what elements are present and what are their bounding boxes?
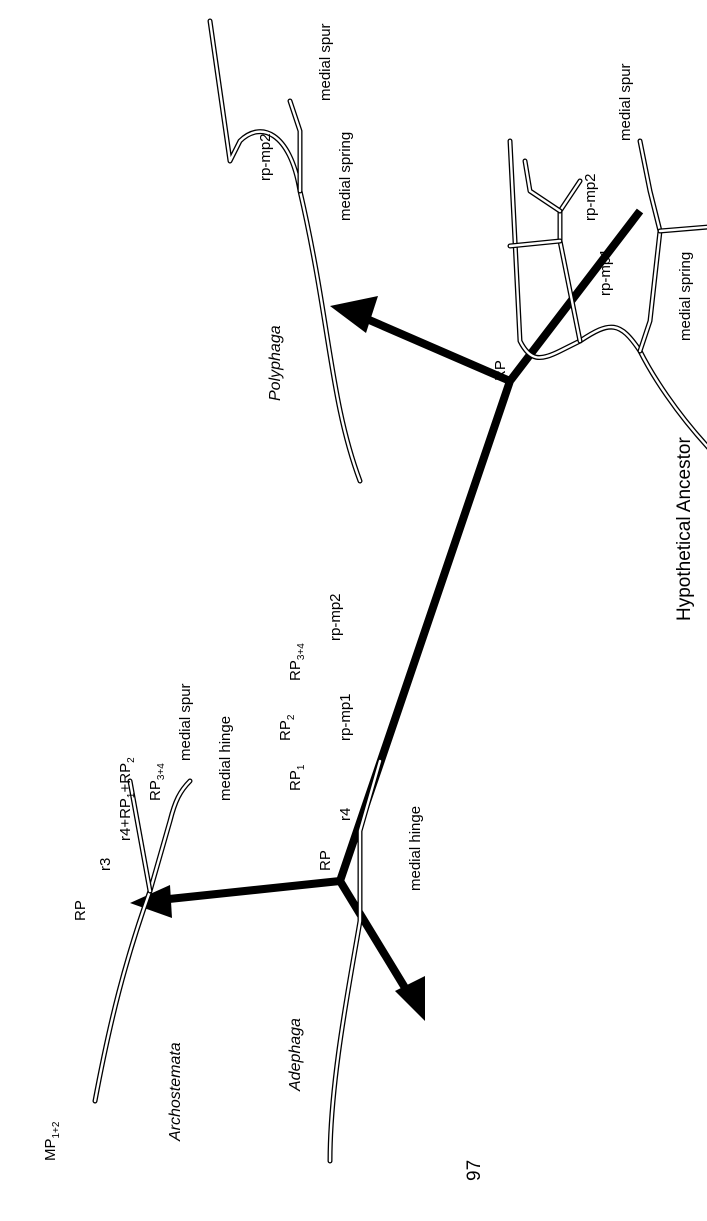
adephaga-branch xyxy=(336,878,414,999)
adephaga-rp1-sub: 1 xyxy=(296,764,307,770)
adephaga-rp34-base: RP xyxy=(287,660,304,681)
archostemata-rp-label: RP xyxy=(72,900,89,921)
figure-number: 97 xyxy=(464,1160,485,1181)
ancestor-rpmp1-label: rp-mp1 xyxy=(597,248,614,296)
polyphaga-wing: rp-mp2 medial spring medial spur Polypha… xyxy=(207,18,363,484)
rotated-figure: RP rp-mp1 rp-mp2 medial spring medial sp… xyxy=(42,18,707,1181)
archostemata-rp34-label: RP3+4 xyxy=(147,763,167,801)
archostemata-arrowhead xyxy=(130,885,172,918)
archostemata-mp12-label: MP1+2 xyxy=(42,1121,62,1161)
adephaga-rp2-sub: 2 xyxy=(286,714,297,720)
phylogeny-arrows xyxy=(130,208,644,1021)
polyphaga-arrowhead xyxy=(330,296,378,333)
ancestor-medial-spring-label: medial spring xyxy=(677,252,694,341)
adephaga-r4-label: r4 xyxy=(337,808,354,821)
ancestor-rpmp2-label: rp-mp2 xyxy=(582,173,599,221)
archostemata-taxon-label: Archostemata xyxy=(167,1042,184,1142)
adephaga-arrowhead xyxy=(395,976,425,1021)
ancestor-taxon-label: Hypothetical Ancestor xyxy=(674,437,695,621)
polyphaga-medial-spring-label: medial spring xyxy=(337,132,354,221)
archostemata-branch xyxy=(149,877,341,905)
adephaga-rp34-sub: 3+4 xyxy=(296,643,307,660)
adephaga-rp1-base: RP xyxy=(287,770,304,791)
archostemata-r4-combo-b: +RP xyxy=(117,763,134,793)
archostemata-wing: RP r3 r4+RP1+RP2 RP3+4 medial spur media… xyxy=(42,683,234,1161)
adephaga-rp-label: RP xyxy=(317,850,334,871)
ancestor-wing: RP rp-mp1 rp-mp2 medial spring medial sp… xyxy=(492,63,707,621)
polyphaga-taxon-label: Polyphaga xyxy=(267,325,284,401)
archostemata-r3-label: r3 xyxy=(97,858,114,871)
polyphaga-rpmp2-label: rp-mp2 xyxy=(257,133,274,181)
ancestor-rp-label: RP xyxy=(492,360,509,381)
adephaga-taxon-label: Adephaga xyxy=(287,1018,304,1092)
archostemata-medial-hinge-label: medial hinge xyxy=(217,716,234,801)
archostemata-r4-combo-sub1: 1 xyxy=(126,792,137,798)
ancestor-medial-spur-label: medial spur xyxy=(617,63,634,141)
polyphaga-branch xyxy=(358,312,512,385)
adephaga-rp1-label: RP1 xyxy=(287,764,307,791)
adephaga-rpmp2-label: rp-mp2 xyxy=(327,593,344,641)
archostemata-mp12-base: MP xyxy=(42,1139,59,1162)
archostemata-rp34-base: RP xyxy=(147,780,164,801)
adephaga-rpmp1-label: rp-mp1 xyxy=(337,693,354,741)
adephaga-rp2-base: RP xyxy=(277,720,294,741)
archostemata-r4-combo-sub2: 2 xyxy=(126,757,137,763)
archostemata-r4-combo-label: r4+RP1+RP2 xyxy=(117,757,137,841)
archostemata-medial-spur-label: medial spur xyxy=(177,683,194,761)
adephaga-rp34-label: RP3+4 xyxy=(287,643,307,681)
adephaga-medial-hinge-label: medial hinge xyxy=(407,806,424,891)
adephaga-wing: RP r4 RP1 RP2 RP3+4 rp-mp1 rp-mp2 medial… xyxy=(277,593,424,1164)
archostemata-mp12-sub: 1+2 xyxy=(51,1121,62,1138)
archostemata-r4-combo-a: r4+RP xyxy=(117,798,134,841)
adephaga-rp2-label: RP2 xyxy=(277,714,297,741)
tree-trunk xyxy=(336,208,644,883)
polyphaga-medial-spur-label: medial spur xyxy=(317,23,334,101)
archostemata-rp34-sub: 3+4 xyxy=(156,763,167,780)
ancestor-veins xyxy=(507,138,707,584)
